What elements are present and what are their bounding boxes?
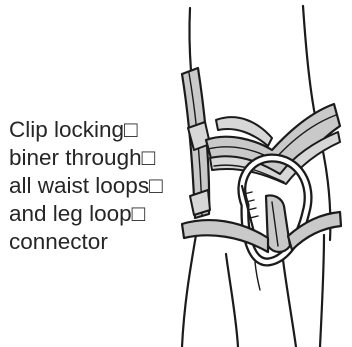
- waist-loops-bundle: [206, 104, 340, 184]
